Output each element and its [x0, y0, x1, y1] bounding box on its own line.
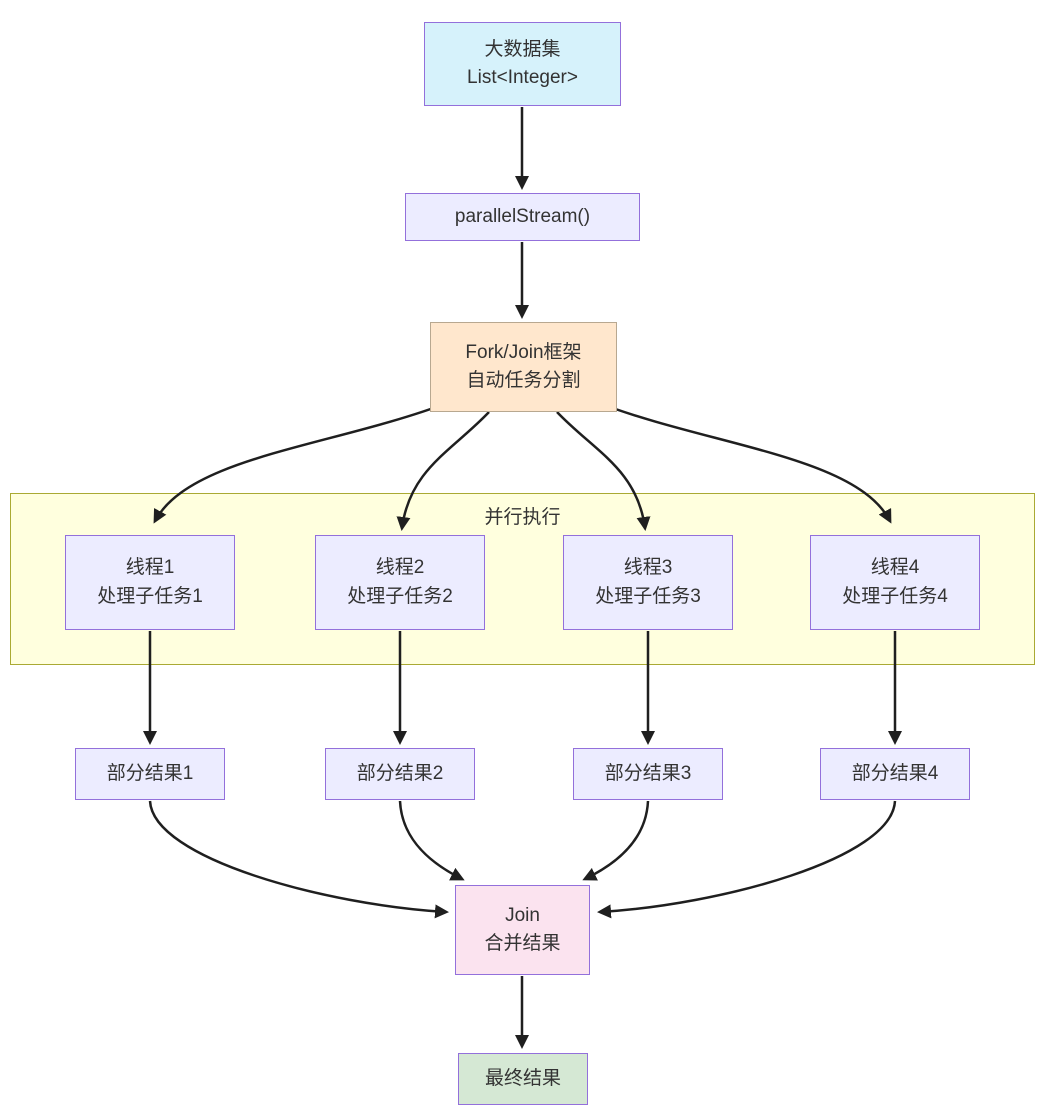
node-thread-3: 线程3 处理子任务3: [563, 535, 733, 630]
node-big-dataset-line2: List<Integer>: [467, 67, 578, 88]
edge-partial4-to-join: [597, 800, 897, 919]
node-thread-1-line2: 处理子任务1: [97, 585, 203, 607]
node-parallel-stream: parallelStream(): [405, 193, 640, 241]
node-thread-4-line2: 处理子任务4: [842, 585, 948, 607]
node-partial-result-2-label: 部分结果2: [356, 762, 444, 784]
edge-partial1-to-join: [148, 800, 449, 919]
node-thread-2-line1: 线程2: [375, 557, 425, 578]
node-join: Join 合并结果: [455, 885, 590, 975]
node-thread-2: 线程2 处理子任务2: [315, 535, 485, 630]
parallel-execution-group-label: 并行执行: [484, 507, 561, 528]
node-partial-result-3-label: 部分结果3: [604, 762, 692, 784]
node-fork-join-line1: Fork/Join框架: [465, 341, 582, 363]
node-fork-join: Fork/Join框架 自动任务分割: [430, 322, 617, 412]
node-partial-result-4: 部分结果4: [820, 748, 970, 800]
node-thread-1: 线程1 处理子任务1: [65, 535, 235, 630]
node-thread-2-line2: 处理子任务2: [347, 585, 453, 607]
edge-forkjoin-to-thread2: [396, 411, 490, 531]
node-thread-4-line1: 线程4: [870, 557, 920, 578]
edge-partial2-to-join: [398, 800, 465, 881]
node-join-line2: 合并结果: [484, 933, 561, 954]
node-partial-result-3: 部分结果3: [573, 748, 723, 800]
node-thread-4: 线程4 处理子任务4: [810, 535, 980, 630]
node-partial-result-1: 部分结果1: [75, 748, 225, 800]
edge-forkjoin-to-thread3: [556, 411, 651, 531]
node-parallel-stream-label: parallelStream(): [454, 205, 591, 227]
node-thread-3-line2: 处理子任务3: [595, 585, 701, 607]
node-partial-result-1-label: 部分结果1: [106, 762, 194, 784]
node-thread-1-line1: 线程1: [125, 557, 175, 578]
node-final-result: 最终结果: [458, 1053, 588, 1105]
node-final-result-label: 最终结果: [484, 1067, 561, 1089]
edge-partial3-to-join: [582, 800, 650, 881]
edge-forkjoin-to-thread1: [153, 400, 451, 524]
node-big-dataset: 大数据集 List<Integer>: [424, 22, 621, 106]
node-fork-join-line2: 自动任务分割: [466, 370, 581, 391]
node-partial-result-4-label: 部分结果4: [851, 762, 939, 784]
edge-forkjoin-to-thread4: [595, 400, 892, 524]
node-partial-result-2: 部分结果2: [325, 748, 475, 800]
node-thread-3-line1: 线程3: [623, 557, 673, 578]
node-join-line1: Join: [505, 904, 540, 926]
node-big-dataset-line1: 大数据集: [484, 38, 561, 60]
